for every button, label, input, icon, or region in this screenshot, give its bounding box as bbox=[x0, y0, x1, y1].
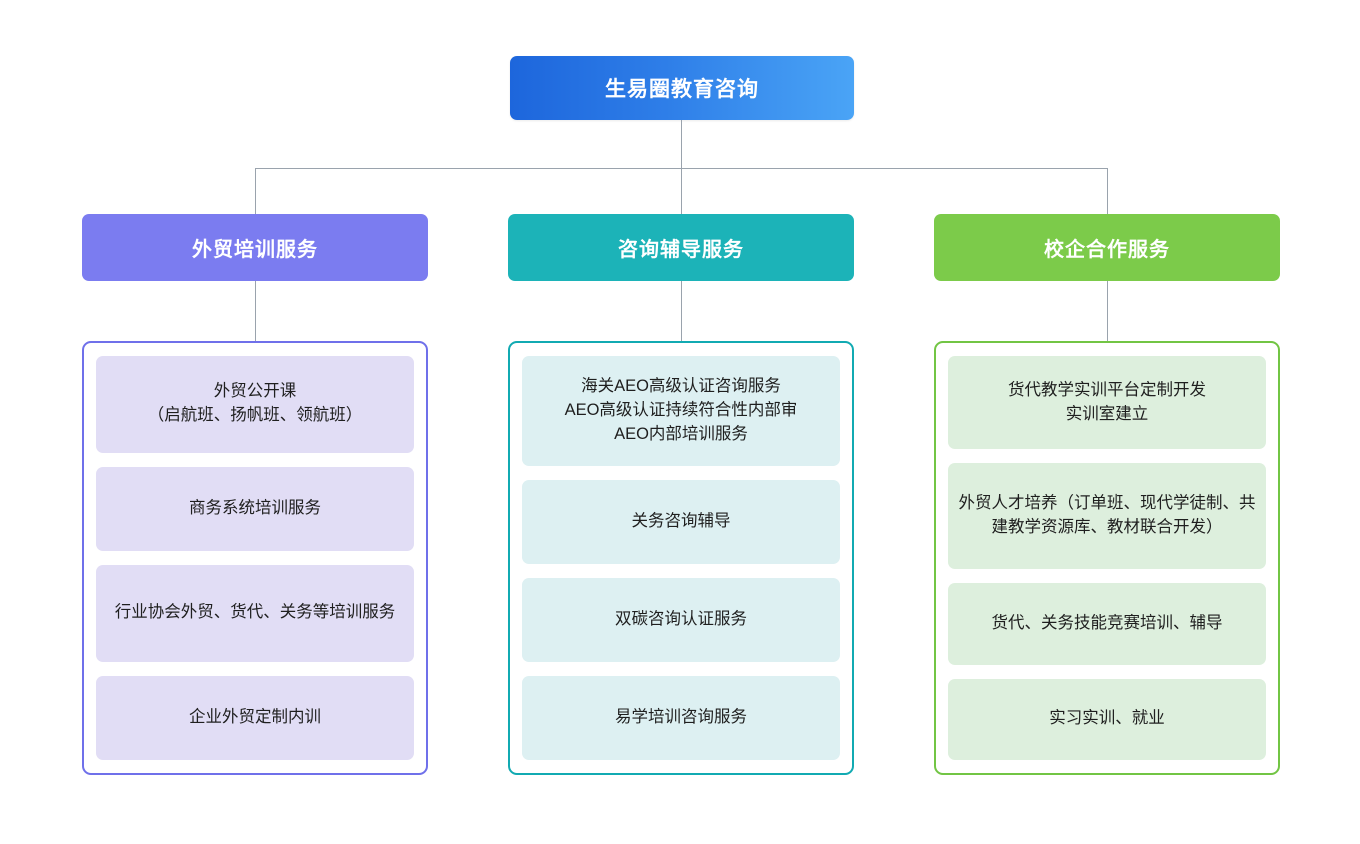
branch-column-school-enterprise-cooperation: 校企合作服务 货代教学实训平台定制开发 实训室建立 外贸人才培养（订单班、现代学… bbox=[934, 214, 1280, 775]
leaf-item[interactable]: 海关AEO高级认证咨询服务 AEO高级认证持续符合性内部审 AEO内部培训服务 bbox=[522, 356, 840, 466]
branch-column-foreign-trade-training: 外贸培训服务 外贸公开课 （启航班、扬帆班、领航班） 商务系统培训服务 行业协会… bbox=[82, 214, 428, 775]
connector-root-down bbox=[681, 120, 682, 168]
category-header-consulting-guidance[interactable]: 咨询辅导服务 bbox=[508, 214, 854, 281]
category-header-school-enterprise-cooperation[interactable]: 校企合作服务 bbox=[934, 214, 1280, 281]
leaf-item[interactable]: 易学培训咨询服务 bbox=[522, 675, 840, 760]
leaf-item[interactable]: 企业外贸定制内训 bbox=[96, 675, 414, 760]
items-container-school-enterprise-cooperation: 货代教学实训平台定制开发 实训室建立 外贸人才培养（订单班、现代学徒制、共建教学… bbox=[934, 341, 1280, 775]
connector-branch-2 bbox=[681, 168, 682, 214]
items-container-consulting-guidance: 海关AEO高级认证咨询服务 AEO高级认证持续符合性内部审 AEO内部培训服务 … bbox=[508, 341, 854, 775]
leaf-item[interactable]: 货代教学实训平台定制开发 实训室建立 bbox=[948, 356, 1266, 450]
branch-column-consulting-guidance: 咨询辅导服务 海关AEO高级认证咨询服务 AEO高级认证持续符合性内部审 AEO… bbox=[508, 214, 854, 775]
connector-stem-2 bbox=[681, 281, 682, 341]
category-header-label: 校企合作服务 bbox=[1044, 239, 1170, 261]
connector-branch-3 bbox=[1107, 168, 1108, 214]
category-header-foreign-trade-training[interactable]: 外贸培训服务 bbox=[82, 214, 428, 281]
category-header-label: 外贸培训服务 bbox=[192, 239, 318, 261]
connector-branch-1 bbox=[255, 168, 256, 214]
leaf-item[interactable]: 关务咨询辅导 bbox=[522, 479, 840, 564]
root-node-label: 生易圈教育咨询 bbox=[605, 78, 759, 101]
leaf-item[interactable]: 双碳咨询认证服务 bbox=[522, 577, 840, 662]
leaf-item[interactable]: 商务系统培训服务 bbox=[96, 466, 414, 551]
root-node[interactable]: 生易圈教育咨询 bbox=[510, 56, 854, 120]
leaf-item[interactable]: 实习实训、就业 bbox=[948, 678, 1266, 760]
items-container-foreign-trade-training: 外贸公开课 （启航班、扬帆班、领航班） 商务系统培训服务 行业协会外贸、货代、关… bbox=[82, 341, 428, 775]
leaf-item[interactable]: 外贸人才培养（订单班、现代学徒制、共建教学资源库、教材联合开发） bbox=[948, 463, 1266, 570]
leaf-item[interactable]: 货代、关务技能竞赛培训、辅导 bbox=[948, 583, 1266, 665]
leaf-item[interactable]: 行业协会外贸、货代、关务等培训服务 bbox=[96, 565, 414, 662]
connector-stem-3 bbox=[1107, 281, 1108, 341]
category-header-label: 咨询辅导服务 bbox=[618, 239, 744, 261]
leaf-item[interactable]: 外贸公开课 （启航班、扬帆班、领航班） bbox=[96, 356, 414, 453]
connector-stem-1 bbox=[255, 281, 256, 341]
